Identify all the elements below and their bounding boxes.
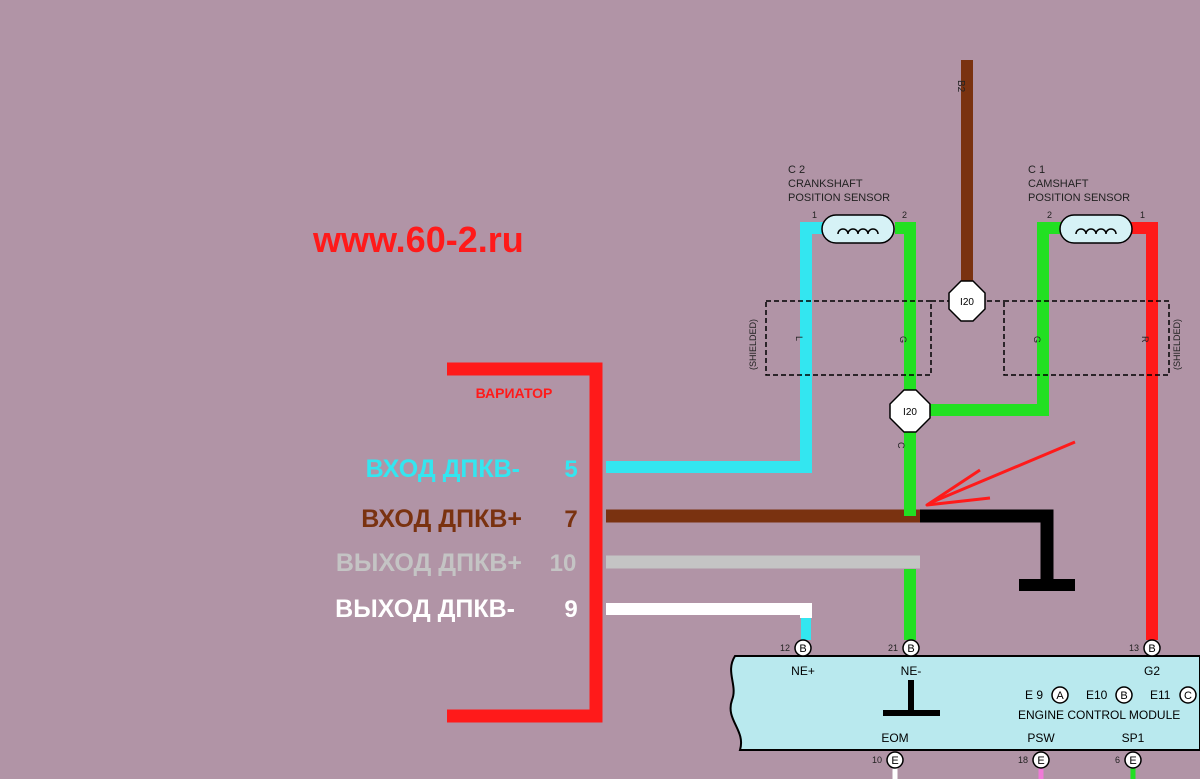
term-bottom-name-eom: EOM: [881, 731, 908, 745]
shield-label-right: (SHIELDED): [1172, 319, 1182, 370]
term-bottom-name-sp1: SP1: [1122, 731, 1145, 745]
ecm-conn2-circle: [1115, 686, 1133, 704]
ecm-conn3-letter: C: [1184, 690, 1192, 702]
term-bottom-circle-18: [1032, 751, 1050, 769]
pin-number-5: 5: [564, 456, 577, 483]
term-bottom-pin-18: 18: [1018, 755, 1028, 765]
term-top-letter-13: B: [1148, 643, 1155, 655]
ecm-module: 12 B NE+ 21 B NE- 13 B G2 E 9 A E10 B E1…: [729, 639, 1200, 751]
camshaft-sensor: C 1 CAMSHAFT POSITION SENSOR 2 1: [1028, 164, 1145, 244]
crank-line2: POSITION SENSOR: [788, 192, 890, 204]
variator-bracket: [447, 362, 603, 723]
term-top-pin-13: 13: [1129, 643, 1139, 653]
ecm-conn3: E11: [1150, 688, 1171, 702]
wire-letter-l: L: [794, 336, 804, 341]
pin-number-7: 7: [564, 506, 577, 533]
cam-pin-right: 1: [1140, 210, 1145, 220]
term-top-circle-13: [1143, 639, 1161, 657]
crank-coil-icon: [837, 228, 879, 235]
term-bottom-pin-10: 10: [872, 755, 882, 765]
ecm-conn3-circle: [1179, 686, 1197, 704]
term-bottom-letter-18: E: [1037, 755, 1044, 767]
ecm-conn1: E 9: [1025, 688, 1043, 702]
shield-box-right: [1003, 300, 1170, 376]
pin-number-9: 9: [564, 596, 577, 623]
crank-connector: C 2: [788, 164, 805, 176]
cam-pin-left: 2: [1047, 210, 1052, 220]
wire-green-cam: [930, 222, 1062, 416]
term-bottom-name-psw: PSW: [1027, 731, 1055, 745]
term-bottom-circle-6: [1124, 751, 1142, 769]
ecm-bottom-edge: [730, 699, 742, 751]
ecm-conn1-circle: [1051, 686, 1069, 704]
cam-coil-icon: [1075, 228, 1117, 235]
junction-mid-label: I20: [903, 407, 917, 418]
pin-label-crank-in-minus: ВХОД ДПКВ-: [366, 455, 520, 483]
term-top-pin-21: 21: [888, 643, 898, 653]
term-top-letter-21: B: [907, 643, 914, 655]
ecm-title: ENGINE CONTROL MODULE: [1018, 708, 1180, 722]
term-top-circle-12: [794, 639, 812, 657]
wire-letter-g1: G: [898, 336, 908, 343]
term-top-pin-12: 12: [780, 643, 790, 653]
wire-letter-g2: G: [1032, 336, 1042, 343]
red-arrow-icon: [925, 440, 1076, 507]
junction-mid: I20: [889, 389, 931, 433]
crank-sensor-body: [821, 214, 895, 244]
top-wire-label: B2: [955, 80, 966, 93]
variator-title: ВАРИАТОР: [476, 385, 553, 401]
pin-label-crank-out-plus: ВЫХОД ДПКВ+: [336, 549, 522, 577]
shield-box-left: [765, 300, 932, 376]
crank-line1: CRANKSHAFT: [788, 178, 863, 190]
wire-black-ground: [920, 509, 1054, 582]
ecm-conn2-letter: B: [1120, 690, 1127, 702]
cam-line1: CAMSHAFT: [1028, 178, 1089, 190]
term-top-name-ne-plus: NE+: [791, 664, 815, 678]
crankshaft-sensor: C 2 CRANKSHAFT POSITION SENSOR 1 2: [788, 164, 907, 244]
junction-top-label: I20: [960, 297, 974, 308]
term-top-name-g2: G2: [1144, 664, 1160, 678]
ecm-conn2: E10: [1086, 688, 1108, 702]
wire-letter-c: C: [896, 442, 906, 449]
wire-letter-r: R: [1140, 336, 1150, 343]
wire-green-crank: [895, 222, 916, 516]
wire-red-cam: [1130, 222, 1158, 640]
term-top-name-ne-minus: NE-: [901, 664, 922, 678]
cam-connector: C 1: [1028, 164, 1045, 176]
ecm-conn1-letter: A: [1056, 690, 1064, 702]
term-top-circle-21: [902, 639, 920, 657]
cam-sensor-body: [1059, 214, 1133, 244]
pin-label-crank-out-minus: ВЫХОД ДПКВ-: [335, 595, 515, 623]
junction-top: I20: [948, 280, 986, 322]
cam-line2: POSITION SENSOR: [1028, 192, 1130, 204]
watermark-url: www.60-2.ru: [312, 219, 524, 260]
pin-number-10: 10: [550, 550, 577, 577]
crank-pin-left: 1: [812, 210, 817, 220]
term-bottom-letter-6: E: [1129, 755, 1136, 767]
term-bottom-letter-10: E: [891, 755, 898, 767]
term-bottom-circle-10: [886, 751, 904, 769]
crank-pin-right: 2: [902, 210, 907, 220]
pin-label-crank-in-plus: ВХОД ДПКВ+: [361, 505, 522, 533]
wire-white-out: [606, 603, 812, 618]
shield-label-left: (SHIELDED): [748, 319, 758, 370]
wire-cyan: [606, 222, 825, 473]
term-top-letter-12: B: [799, 643, 806, 655]
term-bottom-pin-6: 6: [1115, 755, 1120, 765]
